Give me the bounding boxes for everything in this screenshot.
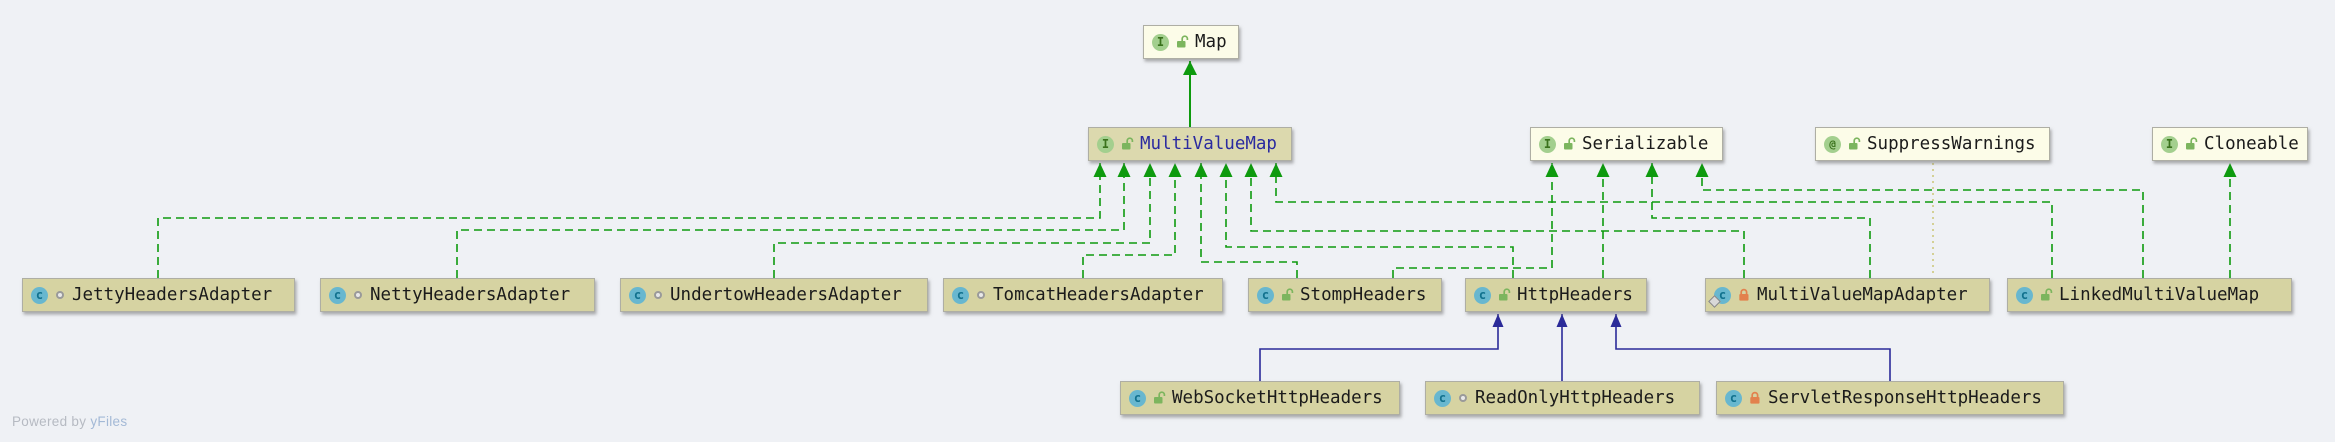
- arrowhead-undertowheadersadapter-implements-multivaluemap: [1143, 163, 1157, 177]
- arrowhead-websockethttpheaders-extends-httpheaders: [1492, 314, 1504, 327]
- class-icon: c: [1725, 389, 1742, 407]
- yfiles-watermark: Powered by yFiles: [12, 414, 127, 429]
- interface-node-cloneable[interactable]: I Cloneable: [2152, 127, 2308, 161]
- interface-icon: I: [2161, 135, 2178, 153]
- class-icon: c: [952, 286, 969, 304]
- package-visibility-icon: [56, 291, 64, 299]
- class-icon: c: [2016, 286, 2033, 304]
- edge-stompheaders-implements-multivaluemap[interactable]: [1200, 163, 1298, 278]
- class-node-nettyheadersadapter[interactable]: c NettyHeadersAdapter: [320, 278, 595, 312]
- arrowhead-jettyheadersadapter-implements-multivaluemap: [1093, 163, 1107, 177]
- node-label: Map: [1195, 32, 1227, 52]
- package-visibility-icon: [1459, 394, 1467, 402]
- arrowhead-linkedmultivaluemap-implements-serializable: [1695, 163, 1709, 177]
- edge-tomcatheadersadapter-implements-multivaluemap[interactable]: [1082, 163, 1176, 278]
- class-node-stompheaders[interactable]: c StompHeaders: [1248, 278, 1442, 312]
- node-label: NettyHeadersAdapter: [370, 285, 571, 305]
- closed-lock-icon: [1739, 288, 1749, 301]
- arrowhead-linkedmultivaluemap-implements-cloneable: [2223, 163, 2237, 177]
- class-icon: c: [629, 286, 646, 304]
- node-label: MultiValueMapAdapter: [1757, 285, 1968, 305]
- node-label: StompHeaders: [1300, 285, 1427, 305]
- node-label: JettyHeadersAdapter: [72, 285, 273, 305]
- open-lock-icon: [2186, 137, 2198, 150]
- arrowhead-multivaluemap-extends-map: [1183, 61, 1197, 75]
- edge-linkedmultivaluemap-implements-serializable[interactable]: [1701, 163, 2144, 278]
- watermark-text: Powered by: [12, 414, 91, 429]
- class-icon: c: [1474, 286, 1491, 304]
- interface-icon: I: [1097, 135, 1114, 153]
- arrowhead-nettyheadersadapter-implements-multivaluemap: [1117, 163, 1131, 177]
- edge-jettyheadersadapter-implements-multivaluemap[interactable]: [157, 163, 1101, 278]
- interface-icon: I: [1539, 135, 1556, 153]
- edge-servletresponsehttpheaders-extends-httpheaders[interactable]: [1615, 314, 1891, 381]
- interface-icon: I: [1152, 33, 1169, 51]
- class-node-websockethttpheaders[interactable]: c WebSocketHttpHeaders: [1120, 381, 1400, 415]
- node-label: ReadOnlyHttpHeaders: [1475, 388, 1676, 408]
- arrowhead-linkedmultivaluemap-implements-multivaluemap: [1269, 163, 1283, 177]
- edge-linkedmultivaluemap-implements-multivaluemap[interactable]: [1275, 163, 2053, 278]
- node-label: LinkedMultiValueMap: [2059, 285, 2260, 305]
- class-node-jettyheadersadapter[interactable]: c JettyHeadersAdapter: [22, 278, 295, 312]
- node-label: UndertowHeadersAdapter: [670, 285, 902, 305]
- diamond-badge-icon: [1708, 294, 1721, 308]
- edge-multivaluemapadapter-implements-serializable[interactable]: [1651, 163, 1871, 278]
- arrowhead-multivaluemapadapter-implements-multivaluemap: [1244, 163, 1258, 177]
- node-label: Cloneable: [2204, 134, 2299, 154]
- arrowhead-readonlyhttpheaders-extends-httpheaders: [1556, 314, 1568, 327]
- open-lock-icon: [1499, 288, 1511, 301]
- package-visibility-icon: [977, 291, 985, 299]
- edge-httpheaders-implements-multivaluemap[interactable]: [1225, 163, 1514, 278]
- interface-node-serializable[interactable]: I Serializable: [1530, 127, 1723, 161]
- annotation-node-suppresswarnings[interactable]: @ SuppressWarnings: [1815, 127, 2050, 161]
- interface-node-multivaluemap[interactable]: I MultiValueMap: [1088, 127, 1292, 161]
- watermark-brand: yFiles: [90, 414, 128, 429]
- class-node-readonlyhttpheaders[interactable]: c ReadOnlyHttpHeaders: [1425, 381, 1700, 415]
- node-label: SuppressWarnings: [1867, 134, 2036, 154]
- edge-nettyheadersadapter-implements-multivaluemap[interactable]: [456, 163, 1125, 278]
- class-icon: c: [1257, 286, 1274, 304]
- class-icon: c: [1434, 389, 1451, 407]
- class-icon: c: [1129, 389, 1146, 407]
- annotation-icon: @: [1824, 135, 1841, 153]
- open-lock-icon: [1122, 137, 1134, 150]
- class-node-servletresponsehttpheaders[interactable]: c ServletResponseHttpHeaders: [1716, 381, 2064, 415]
- class-node-multivaluemapadapter[interactable]: c MultiValueMapAdapter: [1705, 278, 1990, 312]
- node-label: TomcatHeadersAdapter: [993, 285, 1204, 305]
- node-label: HttpHeaders: [1517, 285, 1633, 305]
- edge-undertowheadersadapter-implements-multivaluemap[interactable]: [773, 163, 1151, 278]
- open-lock-icon: [1849, 137, 1861, 150]
- package-visibility-icon: [354, 291, 362, 299]
- node-label: ServletResponseHttpHeaders: [1768, 388, 2042, 408]
- interface-node-map[interactable]: I Map: [1143, 25, 1239, 59]
- arrowhead-stompheaders-implements-serializable: [1545, 163, 1559, 177]
- open-lock-icon: [1282, 288, 1294, 301]
- class-node-undertowheadersadapter[interactable]: c UndertowHeadersAdapter: [620, 278, 928, 312]
- open-lock-icon: [1154, 391, 1166, 404]
- arrowhead-servletresponsehttpheaders-extends-httpheaders: [1610, 314, 1622, 327]
- class-node-tomcatheadersadapter[interactable]: c TomcatHeadersAdapter: [943, 278, 1223, 312]
- arrowhead-multivaluemapadapter-implements-serializable: [1645, 163, 1659, 177]
- edge-multivaluemapadapter-implements-multivaluemap[interactable]: [1250, 163, 1745, 278]
- node-label: Serializable: [1582, 134, 1709, 154]
- arrowhead-httpheaders-implements-serializable: [1596, 163, 1610, 177]
- open-lock-icon: [1177, 35, 1189, 48]
- node-label: MultiValueMap: [1140, 134, 1277, 154]
- open-lock-icon: [1564, 137, 1576, 150]
- class-icon: c: [1708, 286, 1731, 308]
- edge-stompheaders-implements-serializable[interactable]: [1392, 163, 1553, 278]
- arrowhead-stompheaders-implements-multivaluemap: [1194, 163, 1208, 177]
- edge-websockethttpheaders-extends-httpheaders[interactable]: [1259, 314, 1499, 381]
- package-visibility-icon: [654, 291, 662, 299]
- node-label: WebSocketHttpHeaders: [1172, 388, 1383, 408]
- class-icon: c: [31, 286, 48, 304]
- open-lock-icon: [2041, 288, 2053, 301]
- closed-lock-icon: [1750, 391, 1760, 404]
- class-node-linkedmultivaluemap[interactable]: c LinkedMultiValueMap: [2007, 278, 2292, 312]
- arrowhead-httpheaders-implements-multivaluemap: [1219, 163, 1233, 177]
- class-icon: c: [329, 286, 346, 304]
- arrowhead-tomcatheadersadapter-implements-multivaluemap: [1168, 163, 1182, 177]
- class-node-httpheaders[interactable]: c HttpHeaders: [1465, 278, 1647, 312]
